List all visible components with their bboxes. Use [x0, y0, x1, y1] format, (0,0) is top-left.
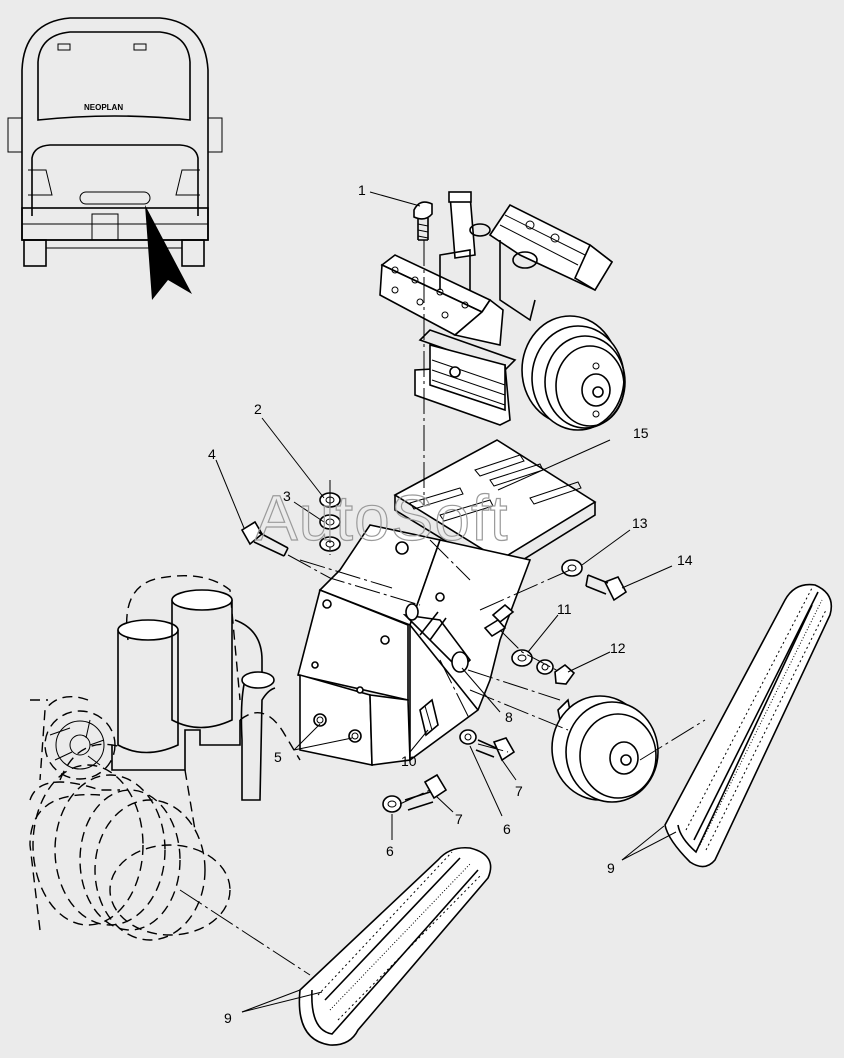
callout-9-right: 9: [607, 860, 615, 876]
vehicle-badge: NEOPLAN: [84, 103, 123, 112]
bolt-14: [585, 574, 628, 602]
callout-7-bottom: 7: [455, 811, 463, 827]
callout-10: 10: [401, 753, 417, 769]
leader-lines: [215, 191, 677, 1013]
assembly-centerlines: [179, 240, 706, 976]
bolt-4: [240, 520, 289, 557]
v-belt-right: [664, 583, 833, 868]
idler-pulley: [551, 695, 659, 803]
watermark: AutoSoft: [255, 482, 509, 554]
callout-11: 11: [557, 601, 572, 617]
ac-compressor: [379, 191, 626, 431]
compressor-bracket: [297, 524, 532, 766]
engine-outline: [29, 575, 301, 941]
callout-8: 8: [505, 709, 513, 725]
callout-15: 15: [633, 425, 649, 441]
v-belt-bottom: [298, 846, 492, 1046]
callout-9-bottom: 9: [224, 1010, 232, 1026]
callout-6-bottom: 6: [386, 843, 394, 859]
callout-3: 3: [283, 488, 291, 504]
washer-bolt-right: [459, 729, 516, 762]
callout-5: 5: [274, 749, 282, 765]
callout-13: 13: [632, 515, 648, 531]
callout-14: 14: [677, 552, 693, 568]
callout-4: 4: [208, 446, 216, 462]
washers-11-12: [511, 649, 576, 685]
bus-rear-view: NEOPLAN: [7, 17, 223, 300]
callout-1: 1: [358, 182, 366, 198]
callout-6-right: 6: [503, 821, 511, 837]
callout-7-right: 7: [515, 783, 523, 799]
view-direction-arrow: [145, 205, 192, 300]
washer-bolt-bottom: [382, 773, 448, 813]
washer-13: [561, 559, 583, 577]
callout-2: 2: [254, 401, 262, 417]
callout-12: 12: [610, 640, 626, 656]
